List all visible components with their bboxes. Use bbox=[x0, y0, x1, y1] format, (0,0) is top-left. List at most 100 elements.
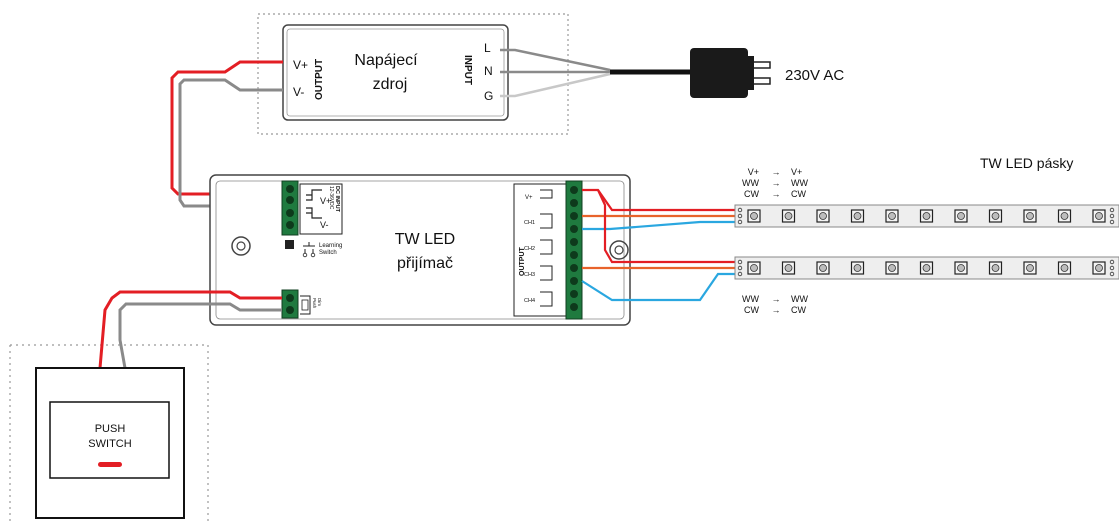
learning-switch-label-1: Learning bbox=[319, 243, 342, 249]
receiver-title-2: přijímač bbox=[397, 255, 453, 272]
rx-vminus-label: V- bbox=[320, 220, 329, 230]
out-ch4-label: CH4 bbox=[524, 298, 535, 304]
strip2-cw-wire bbox=[581, 272, 735, 302]
led-chip-lens bbox=[1060, 212, 1069, 220]
mains-l-wire bbox=[500, 48, 611, 72]
legend-bottom-to-2: CW bbox=[791, 305, 806, 315]
led-chip-lens bbox=[819, 264, 827, 272]
rx-dc-input-label: DC INPUT bbox=[334, 186, 340, 213]
led-chip-lens bbox=[1026, 212, 1034, 220]
output-terminal bbox=[565, 180, 583, 320]
mains-g-wire bbox=[500, 72, 611, 98]
solder-pad bbox=[1109, 207, 1115, 213]
output-connector-lines bbox=[540, 189, 553, 307]
out-ch3-label: CH3 bbox=[524, 272, 535, 278]
push-switch-indicator bbox=[98, 462, 122, 467]
legend-top-from-3: CW bbox=[744, 189, 759, 199]
led-chip-lens bbox=[957, 264, 965, 272]
learning-button[interactable] bbox=[285, 240, 294, 249]
legend-top-from-1: V+ bbox=[748, 167, 759, 177]
solder-pad bbox=[1109, 219, 1115, 225]
push-dim-label-2: Dim bbox=[317, 298, 322, 306]
led-chip-lens bbox=[819, 212, 827, 220]
legend-arrow-3: → bbox=[772, 189, 781, 199]
legend-arrow-1: → bbox=[772, 167, 781, 177]
out-ch2-label: CH2 bbox=[524, 246, 535, 252]
strip1-cw-wire bbox=[582, 220, 735, 231]
legend-arrow-5: → bbox=[772, 305, 781, 315]
rx-dc-input-voltage: 12-36VDC bbox=[328, 186, 334, 210]
power-supply-title-1: Napájecí bbox=[354, 52, 418, 69]
legend-bottom-to-1: WW bbox=[791, 294, 808, 304]
legend-top-to-1: V+ bbox=[791, 167, 802, 177]
push-dim-terminal bbox=[281, 289, 299, 319]
learning-switch-icon bbox=[303, 242, 315, 253]
mount-hole-right bbox=[609, 240, 629, 260]
solder-pad bbox=[1109, 271, 1115, 277]
rx-output-label: OUTPUT bbox=[519, 247, 526, 277]
ps-input-label: INPUT bbox=[462, 55, 473, 85]
bottom-legend: WW → WW CW → CW bbox=[742, 294, 808, 315]
ps-g-label: G bbox=[484, 89, 493, 103]
led-chip-lens bbox=[784, 264, 793, 272]
led-chip-lens bbox=[750, 212, 758, 220]
led-chip-lens bbox=[991, 212, 1000, 220]
strip1-vplus-wire bbox=[582, 188, 735, 212]
switch-red-wire bbox=[98, 290, 282, 369]
push-switch-label-2: SWITCH bbox=[88, 438, 131, 450]
switch-gray-wire bbox=[118, 302, 282, 369]
mount-hole-left bbox=[231, 236, 251, 256]
legend-top-to-2: WW bbox=[791, 178, 808, 188]
solder-pad bbox=[737, 271, 743, 277]
led-chip-lens bbox=[1095, 212, 1103, 220]
solder-pad bbox=[737, 219, 743, 225]
out-ch1-label: CH1 bbox=[524, 220, 535, 226]
ps-l-label: L bbox=[484, 41, 491, 55]
dc-input-box bbox=[299, 183, 343, 235]
mains-label: 230V AC bbox=[785, 67, 844, 84]
led-chip-lens bbox=[1095, 264, 1103, 272]
receiver-title-1: TW LED bbox=[395, 231, 455, 248]
legend-arrow-4: → bbox=[772, 294, 781, 304]
learning-switch-label-2: Switch bbox=[319, 250, 337, 256]
dc-input-terminal bbox=[281, 180, 299, 236]
solder-pad bbox=[737, 265, 743, 271]
led-chip-lens bbox=[922, 264, 931, 272]
solder-pad bbox=[1109, 259, 1115, 265]
solder-pad bbox=[737, 213, 743, 219]
rx-vplus-label: V+ bbox=[320, 196, 331, 206]
switch-frame bbox=[10, 344, 209, 525]
led-chip-lens bbox=[784, 212, 793, 220]
led-chip-lens bbox=[991, 264, 1000, 272]
receiver bbox=[209, 174, 631, 326]
led-chips bbox=[737, 207, 1115, 277]
solder-pad bbox=[1109, 213, 1115, 219]
led-chip-lens bbox=[888, 212, 896, 220]
power-supply-frame bbox=[257, 13, 569, 135]
solder-pad bbox=[737, 207, 743, 213]
ps-n-label: N bbox=[484, 64, 493, 78]
led-chip-lens bbox=[922, 212, 931, 220]
led-chip-lens bbox=[888, 264, 896, 272]
legend-bottom-from-2: CW bbox=[744, 305, 759, 315]
legend-top-from-2: WW bbox=[742, 178, 759, 188]
ps-output-label: OUTPUT bbox=[314, 59, 325, 100]
led-chip-lens bbox=[750, 264, 758, 272]
strip2-vplus-wire bbox=[597, 189, 735, 264]
mains-plug bbox=[690, 48, 748, 98]
legend-top-to-3: CW bbox=[791, 189, 806, 199]
legend-arrow-2: → bbox=[772, 178, 781, 188]
ps-vplus-label: V+ bbox=[293, 58, 308, 72]
led-chip-lens bbox=[1060, 264, 1069, 272]
plug-pin-2 bbox=[754, 77, 771, 85]
solder-pad bbox=[1109, 265, 1115, 271]
out-vplus-label: V+ bbox=[525, 195, 533, 201]
power-supply-title-2: zdroj bbox=[373, 76, 408, 93]
led-chip-lens bbox=[853, 212, 862, 220]
strips-title: TW LED pásky bbox=[980, 155, 1073, 171]
led-chip-lens bbox=[1026, 264, 1034, 272]
push-dim-label-1: Push bbox=[312, 298, 317, 309]
legend-bottom-from-1: WW bbox=[742, 294, 759, 304]
plug-pin-1 bbox=[754, 61, 771, 69]
